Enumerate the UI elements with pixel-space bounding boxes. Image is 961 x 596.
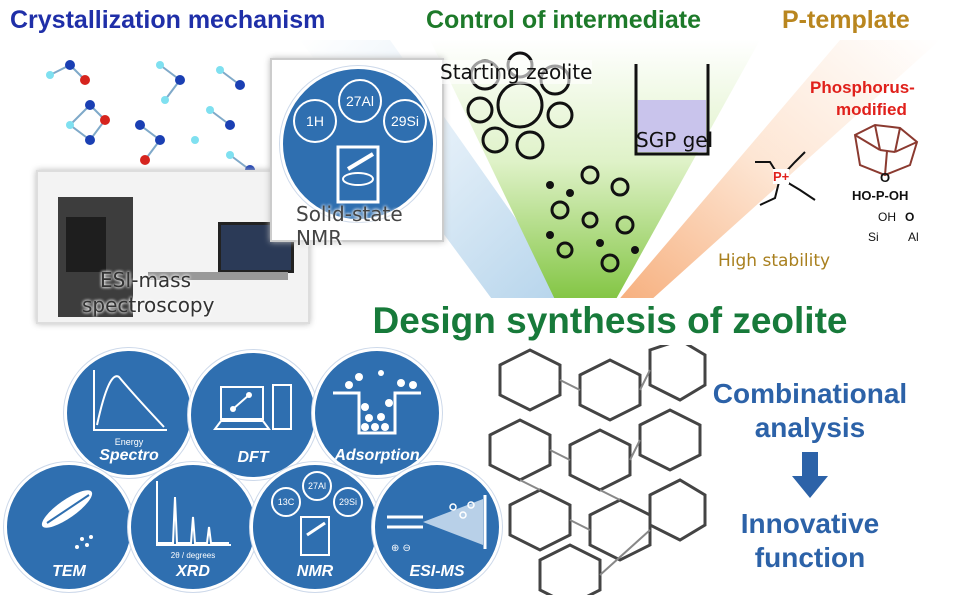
zeolite-framework: [488, 345, 707, 595]
desk: [148, 272, 288, 280]
sgp-gel-label: SGP gel: [636, 128, 714, 152]
method-tem-name: TEM: [52, 563, 86, 580]
nmr-al-badge: 27Al: [338, 79, 382, 123]
instrument-panel: [66, 217, 106, 272]
esi-mass-label-2: spectroscopy: [82, 293, 215, 317]
chem-oh: OH: [878, 210, 896, 224]
method-spectro-name: Spectro: [99, 447, 159, 464]
method-nmr: 13C 27Al 29Si NMR: [250, 462, 380, 592]
innovative-label-1: Innovative: [740, 508, 880, 539]
method-esi-ms: ⊕ ⊖ ESI-MS: [372, 462, 502, 592]
nmr-small-c: 13C: [271, 487, 301, 517]
method-xrd: 2θ / degrees XRD: [128, 462, 258, 592]
esi-mass-photo: [36, 170, 310, 324]
method-spectro-sub: Energy: [114, 437, 144, 447]
method-dft-name: DFT: [237, 449, 269, 466]
esi-mass-label-1: ESI-mass: [100, 268, 192, 292]
phosphorus-label-2: modified: [836, 100, 907, 119]
starting-zeolite-label: Starting zeolite: [440, 60, 593, 84]
method-nmr-name: NMR: [296, 563, 334, 580]
solid-state-label-1: Solid-state: [296, 202, 403, 226]
p-plus-label: P+: [773, 169, 790, 184]
method-spectro: Energy Spectro: [64, 348, 194, 478]
nmr-si-badge: 29Si: [383, 99, 427, 143]
tem-icon: [41, 490, 93, 549]
design-synthesis-banner: [330, 298, 890, 352]
tetraethylphosphonium: P+: [745, 150, 825, 210]
high-stability-label: High stability: [718, 251, 831, 271]
chem-al: Al: [908, 230, 919, 244]
monitor: [218, 222, 294, 273]
chem-o-top: O: [880, 170, 891, 185]
esi-spray-icon: ⊕ ⊖: [387, 495, 487, 554]
method-adsorption-name: Adsorption: [334, 447, 420, 464]
combinational-label-1: Combinational: [712, 378, 908, 409]
chem-ho-p-oh: HO-P-OH: [852, 188, 909, 203]
sgp-gel-beaker: [634, 64, 710, 156]
svg-text:⊕ ⊖: ⊕ ⊖: [391, 543, 411, 554]
computer-icon: [213, 384, 292, 430]
zeolite-fragments: [546, 165, 639, 273]
method-xrd-sub: 2θ / degrees: [170, 551, 216, 560]
innovative-label-2: function: [754, 542, 866, 573]
title-ptemplate: P-template: [782, 6, 910, 34]
phosphorus-cage: [853, 123, 919, 177]
method-esi-ms-name: ESI-MS: [409, 563, 465, 580]
xrd-pattern-icon: [156, 481, 231, 546]
nmr-h-badge: 1H: [293, 99, 337, 143]
method-xrd-name: XRD: [176, 563, 210, 580]
solid-state-label-2: NMR: [296, 226, 343, 250]
nmr-rotor-icon: [336, 145, 380, 204]
nmr-badge-circle: 1H 27Al 29Si: [280, 66, 436, 222]
chem-o: O: [905, 210, 915, 224]
adsorption-icon: [333, 370, 421, 435]
phosphorus-label-1: Phosphorus-: [810, 78, 915, 97]
spectrum-icon: [93, 370, 167, 431]
title-intermediate: Control of intermediate: [426, 6, 702, 34]
chem-si: Si: [868, 230, 879, 244]
solid-state-nmr-panel: 1H 27Al 29Si: [270, 58, 444, 242]
method-adsorption: Adsorption: [312, 348, 442, 478]
method-tem: TEM: [4, 462, 134, 592]
method-dft: DFT: [188, 350, 318, 480]
nmr-small-rotor-icon: [300, 516, 330, 556]
down-arrow-icon: [792, 452, 828, 498]
nmr-small-si: 29Si: [333, 487, 363, 517]
combinational-label-2: analysis: [754, 412, 866, 443]
nmr-small-al: 27Al: [302, 471, 332, 501]
design-synthesis-title: Design synthesis of zeolite: [372, 300, 848, 341]
title-crystallization: Crystallization mechanism: [10, 6, 326, 34]
